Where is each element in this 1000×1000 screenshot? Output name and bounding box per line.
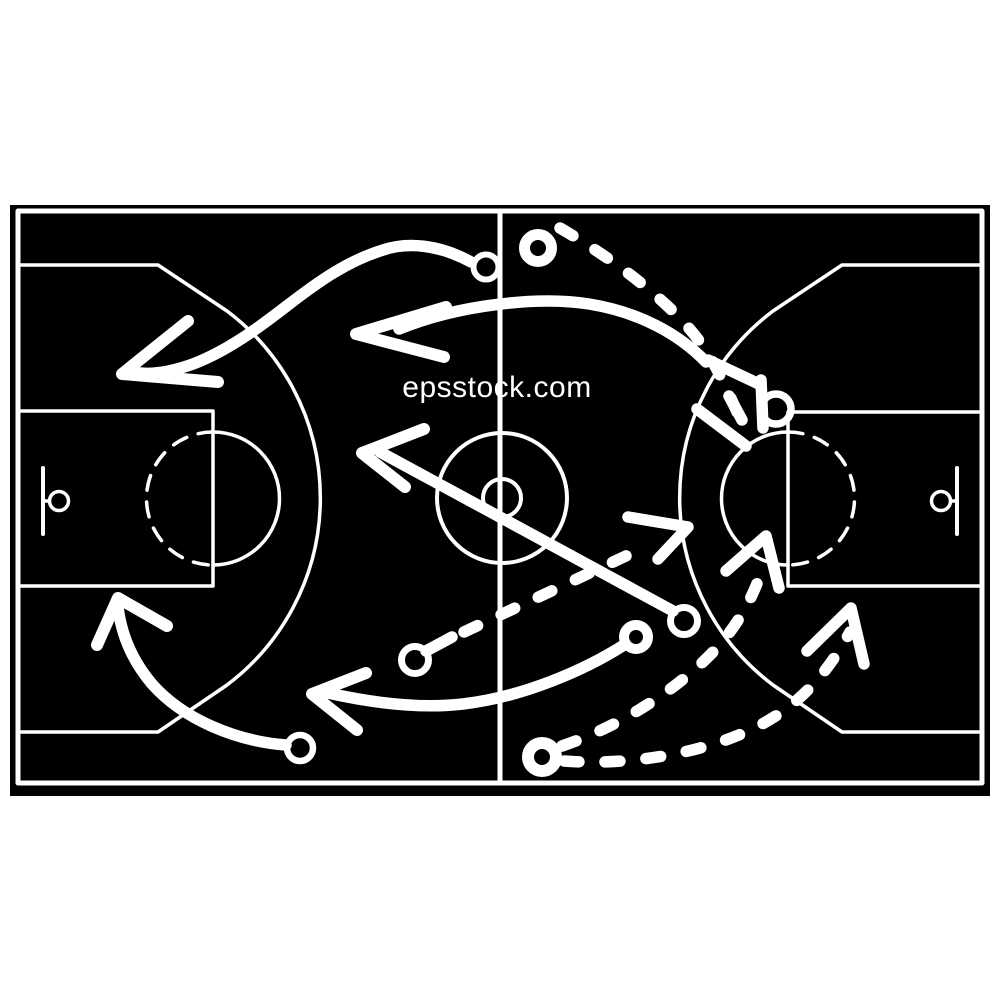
corner-cut-b-arrowhead bbox=[801, 602, 870, 670]
left-ft-circle-dashed bbox=[144, 430, 215, 567]
player-low-donut bbox=[619, 620, 653, 654]
low-cross-arrowhead bbox=[306, 667, 372, 736]
s-curve-cut bbox=[127, 239, 477, 380]
right-three-point-line bbox=[677, 263, 982, 734]
player-ball-top-circle bbox=[470, 251, 502, 283]
wing-stub bbox=[420, 631, 458, 657]
top-dashed-cut bbox=[554, 222, 747, 427]
wing-dashed-pass bbox=[458, 541, 651, 638]
corner-cut-a-arrowhead bbox=[720, 530, 785, 594]
left-key bbox=[18, 409, 215, 588]
watermark-text: epsstock.com bbox=[402, 371, 591, 404]
diagonal-drive-arrowhead bbox=[356, 423, 430, 493]
s-curve-arrowhead bbox=[116, 315, 224, 388]
player-screen-target-circle bbox=[757, 390, 795, 428]
baseline-curl-arc bbox=[112, 601, 292, 751]
cross-court-arc bbox=[393, 295, 712, 368]
cross-court-arrowhead bbox=[350, 301, 452, 363]
court-frame bbox=[15, 208, 985, 786]
right-ft-circle-dashed bbox=[786, 430, 857, 567]
player-baseline-circle bbox=[283, 731, 317, 765]
left-ft-circle-solid bbox=[211, 430, 282, 567]
player-corner-donut bbox=[522, 737, 562, 777]
player-top-donut bbox=[519, 229, 557, 267]
left-three-point-line bbox=[18, 263, 323, 734]
baseline-curl-arrowhead bbox=[91, 592, 173, 651]
corner-dashed-cut-a bbox=[556, 564, 768, 752]
player-low-ring bbox=[667, 604, 701, 638]
low-cross-arc bbox=[322, 639, 630, 712]
right-ft-circle-solid bbox=[719, 430, 790, 567]
center-circle bbox=[435, 431, 569, 565]
player-wing-circle bbox=[398, 643, 432, 677]
corner-dashed-cut-b bbox=[558, 626, 856, 768]
right-key bbox=[786, 410, 982, 588]
diagonal-drive-line bbox=[374, 446, 679, 617]
wing-pass-arrowhead bbox=[622, 511, 694, 565]
